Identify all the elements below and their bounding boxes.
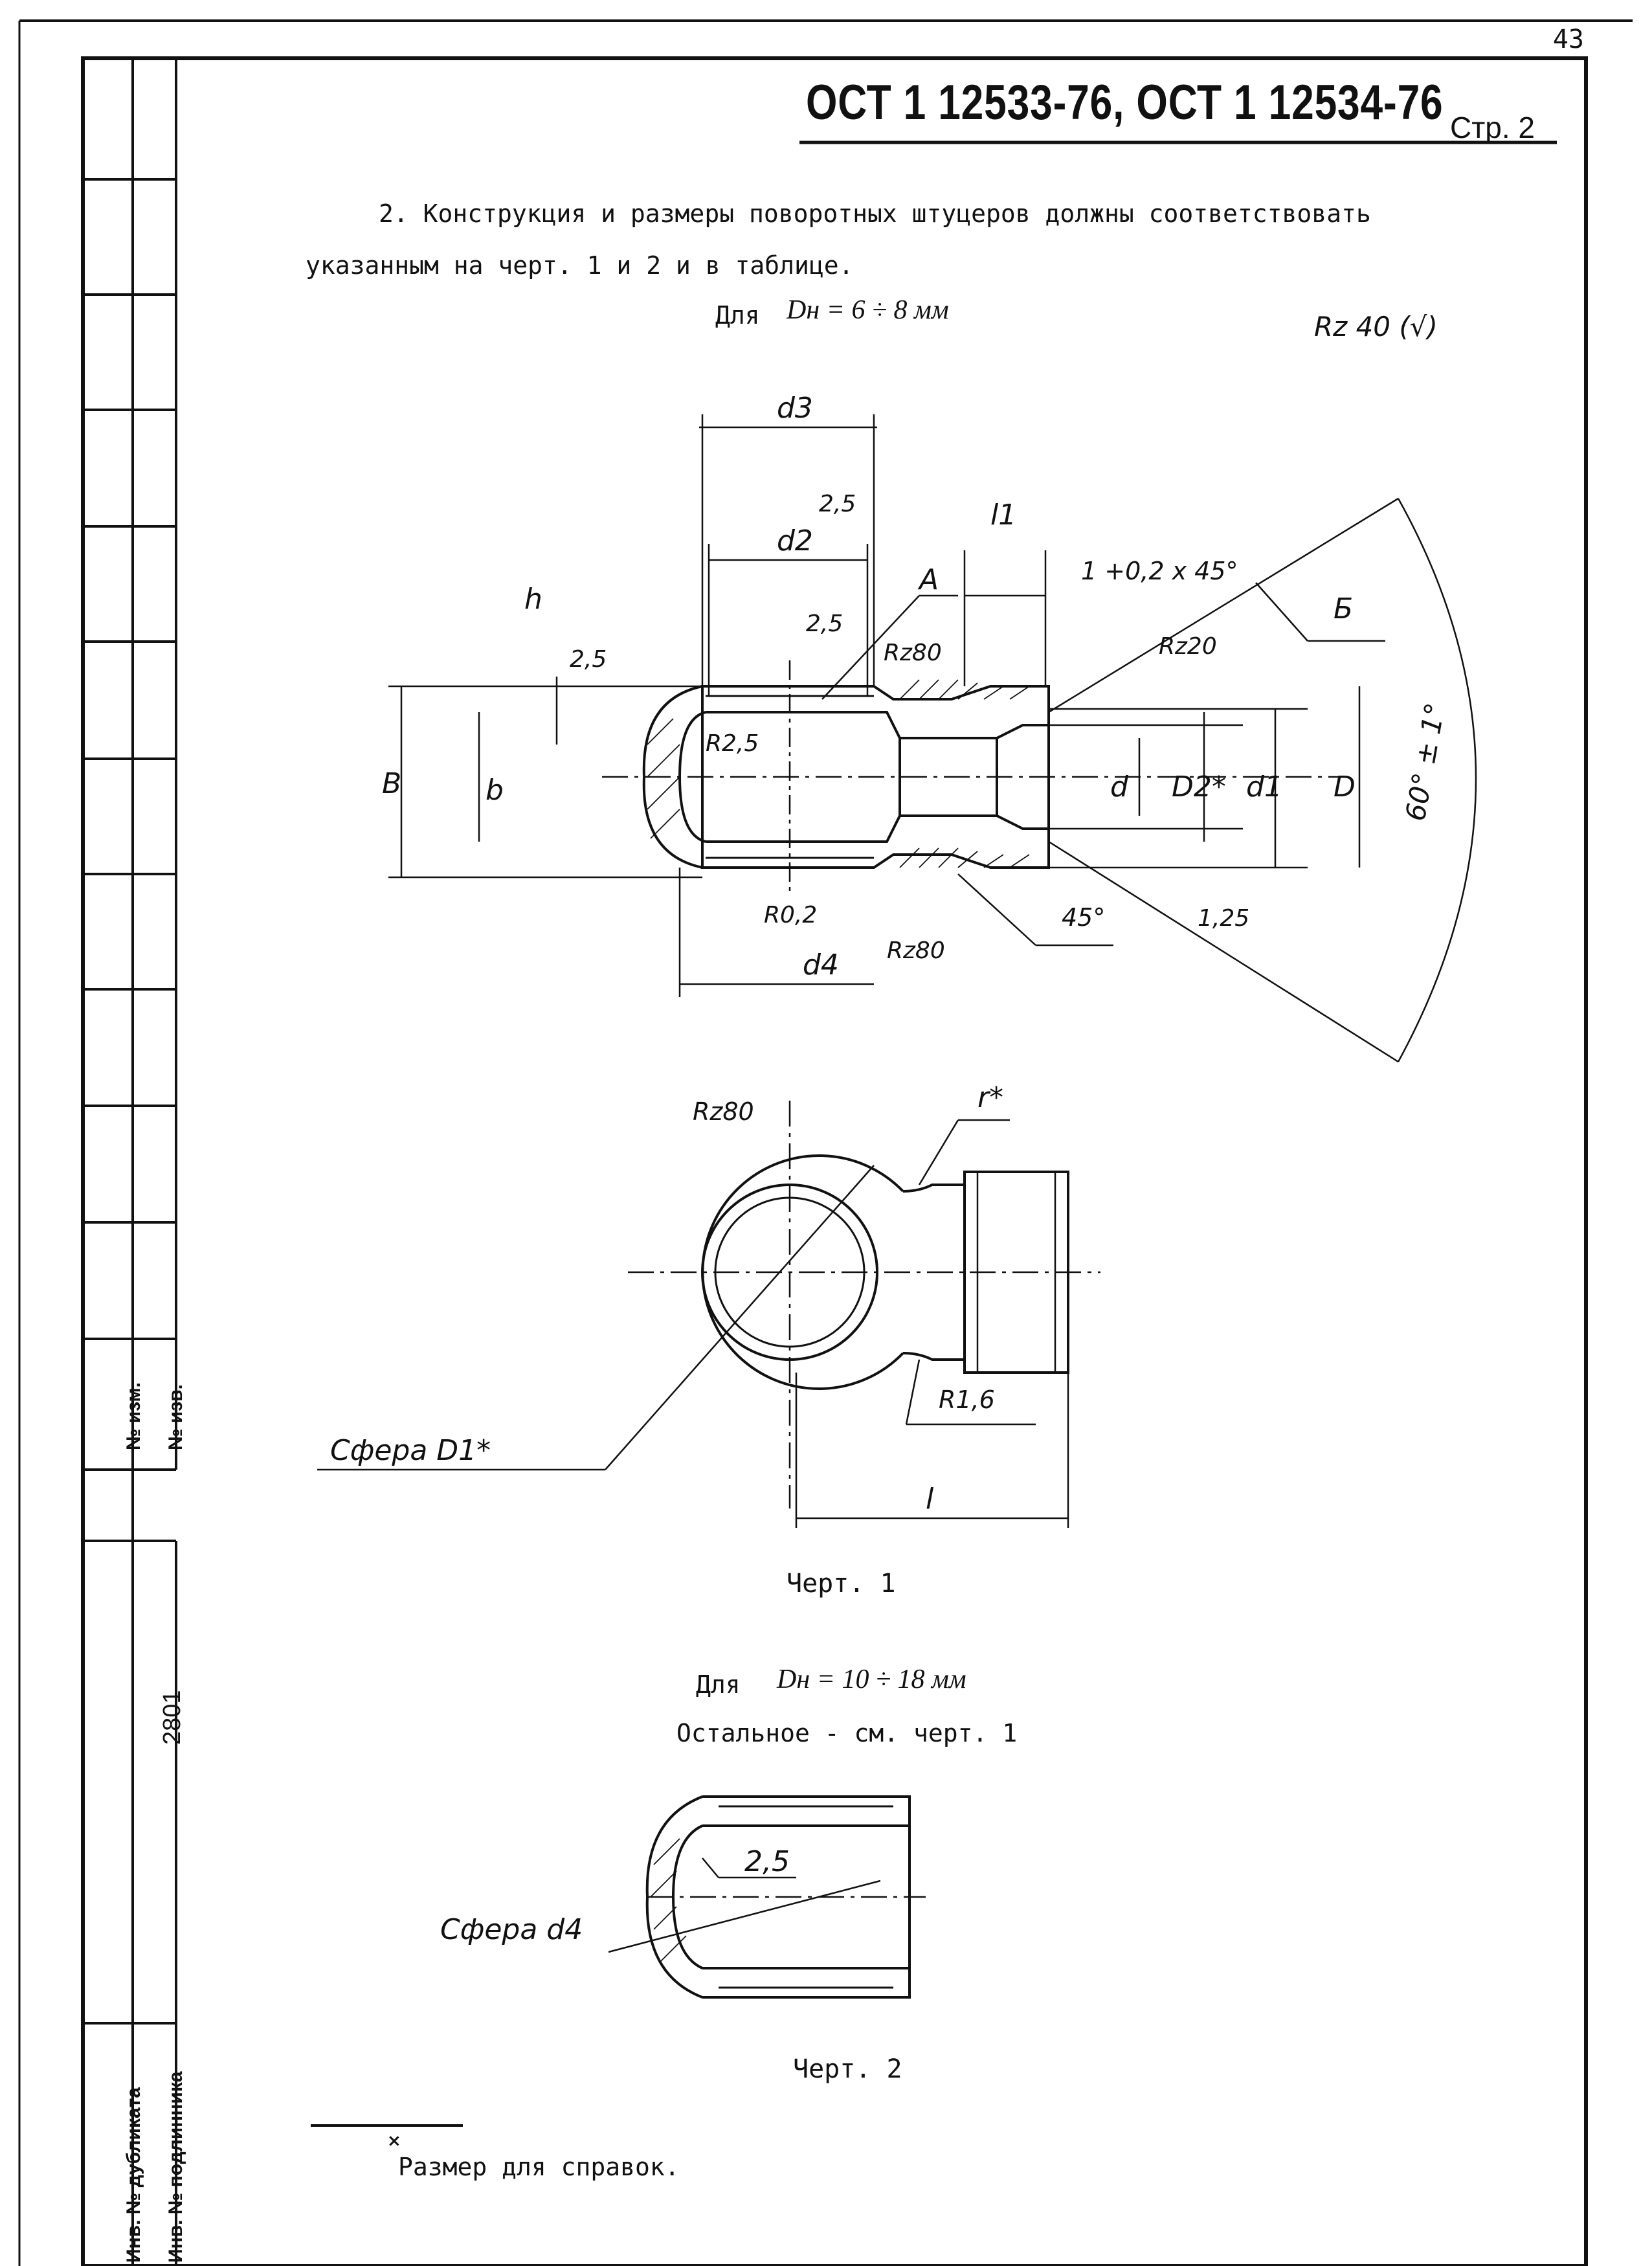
label-A: А bbox=[917, 563, 939, 596]
label-B-cyr: Б bbox=[1334, 592, 1353, 625]
label-r25-d3: 2,5 bbox=[819, 491, 856, 517]
label-chamfer: 1 +0,2 x 45° bbox=[1081, 557, 1238, 585]
label-r25-top: 2,5 bbox=[570, 646, 607, 673]
rest-note: Остальное - см. черт. 1 bbox=[676, 1719, 1018, 1747]
label-D2: D2* bbox=[1172, 770, 1226, 803]
label-plan-rz80: Rz80 bbox=[693, 1097, 754, 1126]
label-r-star: r* bbox=[977, 1081, 1003, 1114]
label-d3: d3 bbox=[777, 392, 813, 425]
paragraph-line-1: 2. Конструкция и размеры поворотных штуц… bbox=[379, 199, 1371, 228]
label-sphere-D1: Сфера D1* bbox=[330, 1434, 491, 1467]
footnote-asterisk: × bbox=[387, 2131, 401, 2151]
drawing-2: 2,5 Сфера d4 bbox=[440, 1795, 926, 1999]
label-rz20: Rz20 bbox=[1159, 633, 1217, 660]
drawing-1-section: d3 d2 l1 1 +0,2 x 45° А Б h b B 2,5 2,5 … bbox=[382, 392, 1477, 1063]
label-h: h bbox=[524, 583, 542, 616]
label-R02: R0,2 bbox=[764, 902, 817, 928]
standard-designation: ОСТ 1 12533-76, ОСТ 1 12534-76 bbox=[806, 75, 1444, 130]
stamp-izv: № изв. bbox=[165, 1384, 186, 1450]
label-l1: l1 bbox=[990, 499, 1016, 532]
label-R16: R1,6 bbox=[939, 1385, 995, 1414]
stamp-inv-podl-value: 2801 bbox=[159, 1690, 186, 1745]
label-45deg: 45° bbox=[1062, 903, 1105, 932]
footnote-text: Размер для справок. bbox=[398, 2153, 680, 2181]
drawing-1-plan: Rz80 r* R1,6 Сфера D1* l bbox=[317, 1081, 1100, 1528]
label-D: D bbox=[1334, 770, 1356, 803]
label-b: b bbox=[486, 774, 504, 807]
label-d2-r25: 2,5 bbox=[744, 1845, 790, 1878]
caption-2: Черт. 2 bbox=[793, 2054, 902, 2084]
roughness-general: Rz 40 (√) bbox=[1314, 311, 1438, 342]
caption-1: Черт. 1 bbox=[787, 1569, 896, 1599]
label-d2: d2 bbox=[777, 524, 813, 557]
label-r25-d2: 2,5 bbox=[806, 611, 843, 637]
label-angle: 60° ± 1° bbox=[1400, 701, 1451, 824]
label-rz80-top: Rz80 bbox=[884, 640, 942, 666]
for-dn-1-prefix: Для bbox=[715, 301, 760, 330]
label-sphere-d4: Сфера d4 bbox=[440, 1913, 583, 1946]
page-label: Стр. 2 bbox=[1450, 111, 1535, 144]
for-dn-1: Dн = 6 ÷ 8 мм bbox=[787, 295, 949, 325]
label-d1: d1 bbox=[1246, 770, 1282, 803]
label-d: d bbox=[1110, 770, 1129, 803]
label-rz80-bottom: Rz80 bbox=[887, 937, 945, 964]
label-d4: d4 bbox=[803, 948, 839, 982]
label-125: 1,25 bbox=[1198, 905, 1249, 932]
label-R25: R2,5 bbox=[706, 730, 759, 757]
for-dn-2: Dн = 10 ÷ 18 мм bbox=[777, 1665, 966, 1694]
for-dn-2-prefix: Для bbox=[696, 1670, 741, 1699]
stamp-izm: № изм. bbox=[123, 1382, 144, 1450]
paragraph-line-2: указанным на черт. 1 и 2 и в таблице. bbox=[306, 251, 854, 280]
footnote-rule bbox=[311, 2124, 463, 2127]
stamp-inv-podl: Инв. № подлинника bbox=[165, 2071, 186, 2263]
label-B: B bbox=[382, 767, 401, 800]
page-number: 43 bbox=[1552, 25, 1584, 54]
stamp-inv-dub: Инв. № дубликата bbox=[123, 2087, 144, 2263]
label-l: l bbox=[926, 1483, 934, 1516]
